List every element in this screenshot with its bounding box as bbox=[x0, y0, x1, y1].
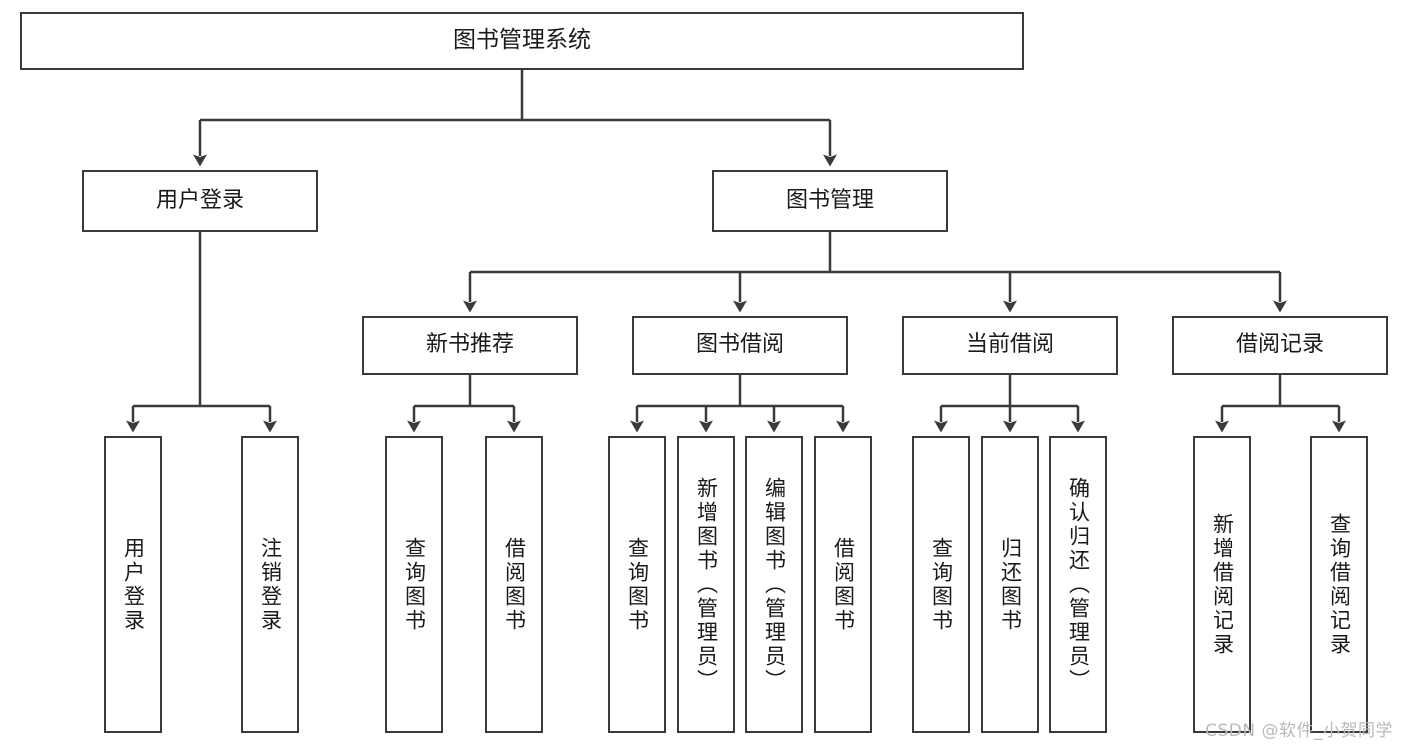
leaf-current-borrow-confirm-return[interactable]: 确认归还（管理员） bbox=[1049, 436, 1107, 733]
node-label: 注销登录 bbox=[258, 536, 283, 633]
node-label: 当前借阅 bbox=[965, 332, 1054, 358]
node-label: 借阅图书 bbox=[831, 536, 856, 633]
node-label: 图书借阅 bbox=[695, 332, 784, 358]
node-label: 借阅图书 bbox=[502, 536, 527, 633]
leaf-borrow-record-query[interactable]: 查询借阅记录 bbox=[1310, 436, 1368, 733]
node-new-book-recommend[interactable]: 新书推荐 bbox=[362, 316, 578, 375]
node-label: 查询图书 bbox=[929, 536, 954, 633]
node-borrow-record[interactable]: 借阅记录 bbox=[1172, 316, 1388, 375]
leaf-borrow-record-add[interactable]: 新增借阅记录 bbox=[1193, 436, 1251, 733]
node-book-borrow[interactable]: 图书借阅 bbox=[632, 316, 848, 375]
node-book-management[interactable]: 图书管理 bbox=[712, 170, 948, 232]
leaf-user-login-logout[interactable]: 注销登录 bbox=[241, 436, 299, 733]
node-label: 新增借阅记录 bbox=[1210, 512, 1235, 657]
leaf-current-borrow-query[interactable]: 查询图书 bbox=[912, 436, 970, 733]
leaf-new-book-borrow[interactable]: 借阅图书 bbox=[485, 436, 543, 733]
node-label: 图书管理系统 bbox=[453, 27, 591, 54]
node-label: 用户登录 bbox=[121, 536, 146, 633]
leaf-book-borrow-borrow[interactable]: 借阅图书 bbox=[814, 436, 872, 733]
node-current-borrow[interactable]: 当前借阅 bbox=[902, 316, 1118, 375]
node-label: 编辑图书（管理员） bbox=[762, 476, 787, 693]
node-label: 查询借阅记录 bbox=[1327, 512, 1352, 657]
node-label: 用户登录 bbox=[155, 187, 244, 213]
node-label: 新增图书（管理员） bbox=[694, 476, 719, 693]
node-user-login[interactable]: 用户登录 bbox=[82, 170, 318, 232]
node-label: 查询图书 bbox=[625, 536, 650, 633]
node-root-system[interactable]: 图书管理系统 bbox=[20, 12, 1024, 70]
node-label: 图书管理 bbox=[785, 187, 874, 213]
watermark-text: CSDN @软件_小贺同学 bbox=[1205, 721, 1393, 741]
node-label: 归还图书 bbox=[998, 536, 1023, 633]
node-label: 借阅记录 bbox=[1235, 332, 1324, 358]
leaf-book-borrow-query[interactable]: 查询图书 bbox=[608, 436, 666, 733]
leaf-book-borrow-add[interactable]: 新增图书（管理员） bbox=[677, 436, 735, 733]
node-label: 查询图书 bbox=[402, 536, 427, 633]
leaf-user-login-login[interactable]: 用户登录 bbox=[104, 436, 162, 733]
node-label: 新书推荐 bbox=[425, 332, 514, 358]
leaf-book-borrow-edit[interactable]: 编辑图书（管理员） bbox=[745, 436, 803, 733]
leaf-new-book-query[interactable]: 查询图书 bbox=[385, 436, 443, 733]
leaf-current-borrow-return[interactable]: 归还图书 bbox=[981, 436, 1039, 733]
node-label: 确认归还（管理员） bbox=[1066, 476, 1091, 693]
